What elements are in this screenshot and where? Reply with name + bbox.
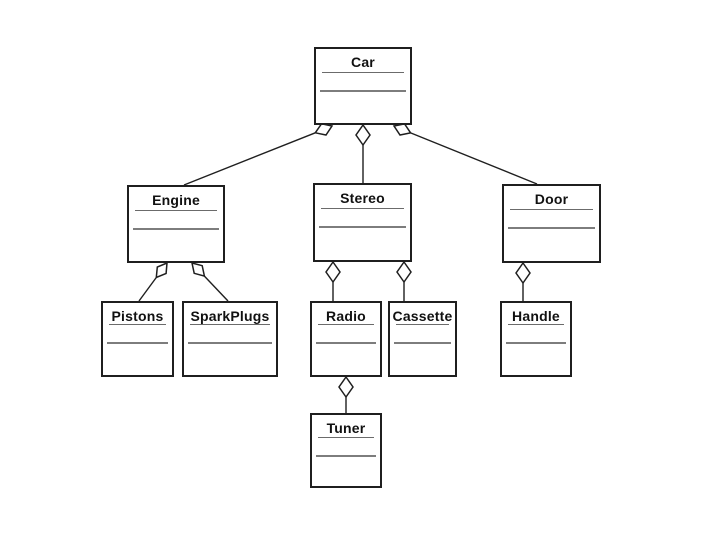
compartment-divider: [135, 210, 217, 211]
aggregation-diamond-door-handle: [515, 261, 531, 285]
compartment-divider: [318, 324, 374, 325]
compartment-divider: [109, 324, 166, 325]
aggregation-diamond-stereo-radio: [325, 260, 341, 284]
class-title-car: Car: [351, 54, 375, 70]
aggregation-diamond-radio-tuner: [338, 375, 354, 399]
class-title-stereo: Stereo: [340, 190, 385, 206]
class-title-sparkplugs: SparkPlugs: [190, 308, 270, 324]
aggregation-diamond-car-engine: [314, 122, 334, 136]
class-box-cassette[interactable]: Cassette: [388, 301, 457, 377]
compartment-divider: [396, 324, 449, 325]
class-title-door: Door: [534, 191, 569, 207]
compartment-divider: [190, 324, 270, 325]
compartment-divider: [316, 342, 376, 344]
compartment-divider: [510, 209, 593, 210]
aggregation-line-car-door: [410, 132, 538, 185]
compartment-divider: [107, 342, 168, 344]
aggregation-diamond-car-stereo: [355, 123, 371, 147]
compartment-divider: [320, 90, 406, 92]
class-box-radio[interactable]: Radio: [310, 301, 382, 377]
class-box-car[interactable]: Car: [314, 47, 412, 125]
aggregation-diamond-engine-sparkplugs: [191, 261, 206, 278]
compartment-divider: [508, 324, 564, 325]
compartment-divider: [506, 342, 566, 344]
class-box-handle[interactable]: Handle: [500, 301, 572, 377]
class-title-pistons: Pistons: [111, 308, 164, 324]
class-title-handle: Handle: [512, 308, 560, 324]
class-box-engine[interactable]: Engine: [127, 185, 225, 263]
compartment-divider: [316, 455, 376, 457]
aggregation-line-engine-sparkplugs: [203, 275, 229, 302]
compartment-divider: [319, 226, 406, 228]
class-title-engine: Engine: [152, 192, 200, 208]
compartment-divider: [133, 228, 219, 230]
class-box-stereo[interactable]: Stereo: [313, 183, 412, 262]
compartment-divider: [318, 437, 374, 438]
class-title-radio: Radio: [326, 308, 366, 324]
compartment-divider: [321, 208, 404, 209]
aggregation-diamond-car-door: [392, 123, 412, 136]
aggregation-line-engine-pistons: [138, 277, 157, 302]
class-title-tuner: Tuner: [326, 420, 366, 436]
compartment-divider: [322, 72, 404, 73]
compartment-divider: [394, 342, 451, 344]
aggregation-diamond-stereo-cassette: [396, 260, 412, 284]
class-box-door[interactable]: Door: [502, 184, 601, 263]
aggregation-diamond-engine-pistons: [155, 261, 168, 279]
class-box-tuner[interactable]: Tuner: [310, 413, 382, 488]
class-box-pistons[interactable]: Pistons: [101, 301, 174, 377]
compartment-divider: [508, 227, 595, 229]
class-box-sparkplugs[interactable]: SparkPlugs: [182, 301, 278, 377]
class-title-cassette: Cassette: [392, 308, 453, 324]
aggregation-line-car-engine: [183, 132, 316, 186]
compartment-divider: [188, 342, 272, 344]
